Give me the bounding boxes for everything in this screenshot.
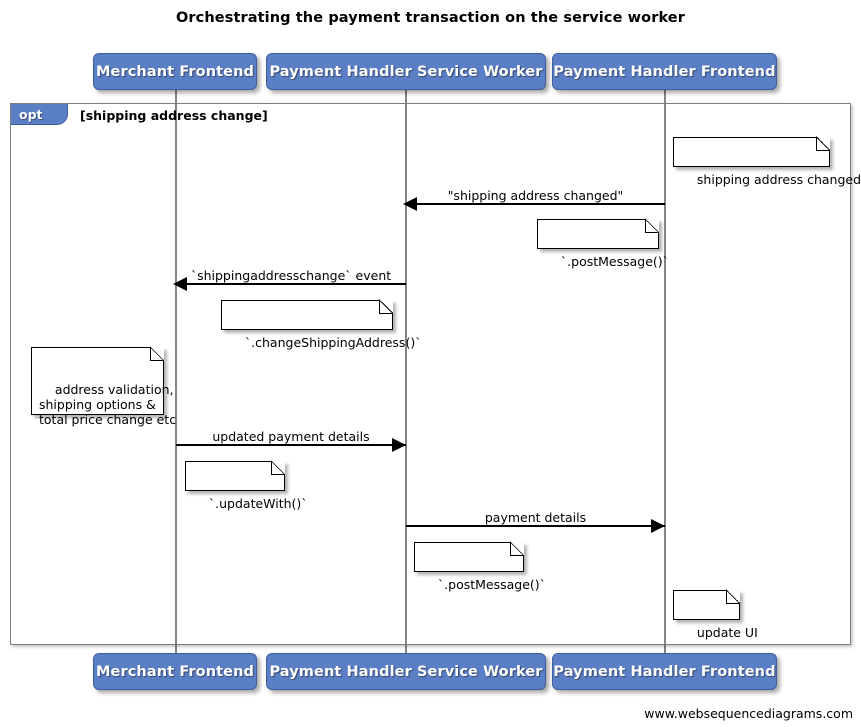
participant-bottom-payment-handler-frontend[interactable]: Payment Handler Frontend — [552, 653, 777, 690]
note-address-validation: address validation, shipping options & t… — [31, 346, 176, 427]
note-post-message-2: `.postMessage()` — [414, 541, 546, 592]
note-change-shipping-address: `.changeShippingAddress()` — [221, 299, 421, 350]
message-label-shipping-address-changed: "shipping address changed" — [447, 188, 624, 203]
fragment-opt-guard: [shipping address change] — [80, 108, 268, 123]
note-text: update UI — [696, 625, 758, 640]
fragment-opt-label: opt — [11, 104, 68, 125]
message-line-payment-details — [406, 525, 665, 527]
note-post-message-1: `.postMessage()` — [537, 218, 669, 269]
note-text: `.postMessage()` — [560, 254, 669, 269]
arrow-head-updated-payment-details — [392, 438, 406, 452]
arrow-head-shipping-address-changed — [403, 197, 417, 211]
note-fold-icon — [645, 218, 659, 233]
note-fold-icon — [726, 589, 740, 604]
participant-bottom-payment-handler-service-worker[interactable]: Payment Handler Service Worker — [266, 653, 546, 690]
footer-attribution: www.websequencediagrams.com — [644, 706, 853, 721]
diagram-title: Orchestrating the payment transaction on… — [176, 10, 685, 26]
note-fold-icon — [510, 541, 524, 556]
arrow-head-shippingaddresschange-event — [173, 277, 187, 291]
note-fold-icon — [150, 346, 164, 361]
message-label-shippingaddresschange-event: `shippingaddresschange` event — [190, 268, 392, 283]
note-update-ui: update UI — [673, 589, 758, 640]
lifeline-payment-handler-service-worker — [405, 89, 407, 653]
participant-top-payment-handler-frontend[interactable]: Payment Handler Frontend — [552, 53, 777, 90]
note-text: address validation, shipping options & t… — [39, 382, 177, 427]
participant-top-merchant-frontend[interactable]: Merchant Frontend — [93, 53, 257, 90]
lifeline-merchant-frontend — [175, 89, 177, 653]
note-fold-icon — [271, 460, 285, 475]
note-shipping-address-changed: shipping address changed — [673, 136, 861, 187]
participant-top-payment-handler-service-worker[interactable]: Payment Handler Service Worker — [266, 53, 546, 90]
message-line-updated-payment-details — [176, 444, 406, 446]
message-label-payment-details: payment details — [484, 510, 587, 525]
note-fold-icon — [379, 299, 393, 314]
message-label-updated-payment-details: updated payment details — [212, 429, 370, 444]
note-fold-icon — [816, 136, 830, 151]
fragment-opt-frame — [10, 103, 851, 645]
note-update-with: `.updateWith()` — [185, 460, 308, 511]
note-text: `.updateWith()` — [208, 496, 308, 511]
arrow-head-payment-details — [651, 519, 665, 533]
participant-bottom-merchant-frontend[interactable]: Merchant Frontend — [93, 653, 257, 690]
lifeline-payment-handler-frontend — [664, 89, 666, 653]
note-text: `.postMessage()` — [437, 577, 546, 592]
message-line-shipping-address-changed — [406, 203, 665, 205]
note-text: `.changeShippingAddress()` — [244, 335, 422, 350]
message-line-shippingaddresschange-event — [176, 283, 406, 285]
note-text: shipping address changed — [696, 172, 861, 187]
